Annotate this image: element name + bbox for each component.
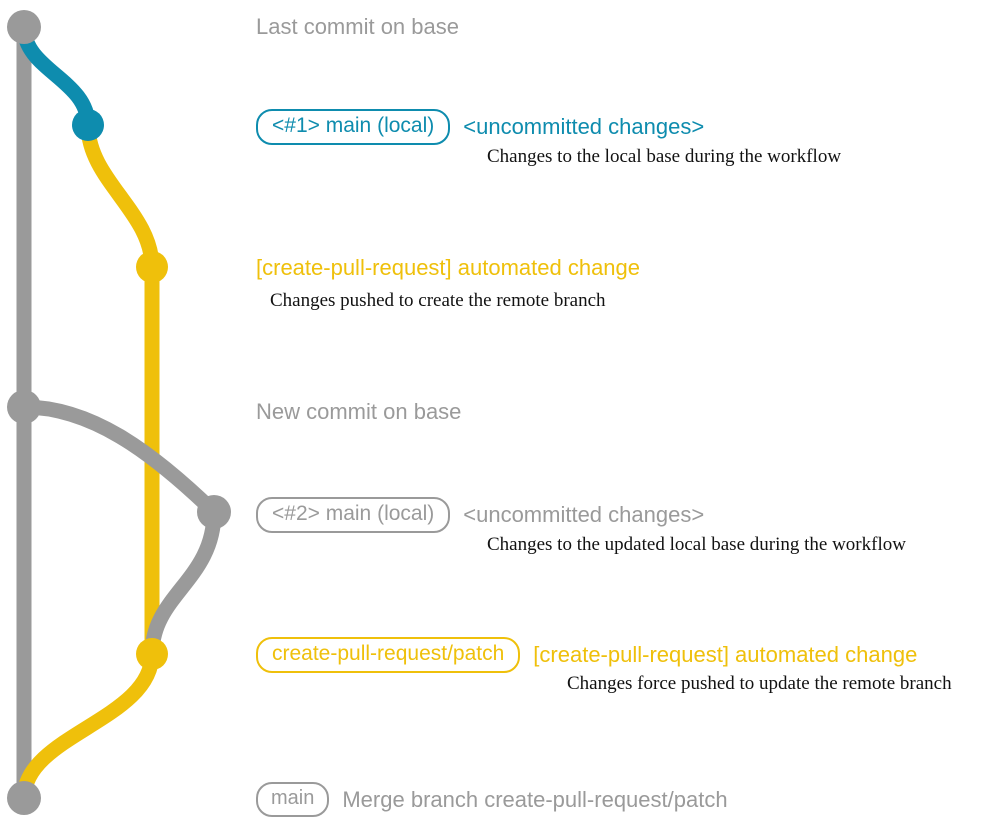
commit-subject-automated-change-1: [create-pull-request] automated change bbox=[256, 255, 641, 280]
branch-badge-main[interactable]: main bbox=[256, 782, 330, 817]
commit-subject-uncommitted-2: <uncommitted changes> bbox=[463, 502, 705, 528]
branch-local-1-to-remote-1 bbox=[80, 117, 160, 275]
commit-description-2: Changes pushed to create the remote bran… bbox=[270, 290, 606, 311]
entry-local-uncommitted-2: <#2> main (local) <uncommitted changes> bbox=[256, 497, 705, 534]
commit-node-merge bbox=[7, 781, 41, 815]
branch-local-2-to-remote-2 bbox=[144, 504, 222, 662]
commit-node-remote-2 bbox=[136, 638, 168, 670]
branch-base-to-local-1 bbox=[16, 19, 96, 133]
commit-node-remote-1 bbox=[136, 251, 168, 283]
commit-node-local-2 bbox=[197, 495, 231, 529]
branch-badge-main-local-2[interactable]: <#2> main (local) bbox=[256, 497, 451, 534]
commit-node-local-1 bbox=[72, 109, 104, 141]
entry-local-uncommitted-1: <#1> main (local) <uncommitted changes> bbox=[256, 109, 705, 146]
commit-description-3: Changes to the updated local base during… bbox=[487, 534, 906, 555]
commit-node-base-last bbox=[7, 10, 41, 44]
commit-description-1: Changes to the local base during the wor… bbox=[487, 146, 842, 167]
entry-remote-automated-change-2: create-pull-request/patch [create-pull-r… bbox=[256, 637, 918, 674]
branch-base-new-to-local-2 bbox=[16, 399, 222, 520]
commit-node-base-new bbox=[7, 390, 41, 424]
branch-badge-create-pull-request-patch[interactable]: create-pull-request/patch bbox=[256, 637, 521, 674]
commit-subject-automated-change-2: [create-pull-request] automated change bbox=[533, 642, 918, 668]
commit-subject-merge: Merge branch create-pull-request/patch bbox=[342, 786, 728, 812]
commit-subject-uncommitted-1: <uncommitted changes> bbox=[463, 114, 705, 140]
commit-description-4: Changes force pushed to update the remot… bbox=[567, 673, 952, 694]
branch-remote-2-to-merge bbox=[16, 646, 160, 806]
headline-last-commit-on-base: Last commit on base bbox=[256, 14, 459, 39]
headline-new-commit-on-base: New commit on base bbox=[256, 399, 462, 424]
branch-badge-main-local-1[interactable]: <#1> main (local) bbox=[256, 109, 451, 146]
entry-merge-commit: main Merge branch create-pull-request/pa… bbox=[256, 782, 728, 817]
